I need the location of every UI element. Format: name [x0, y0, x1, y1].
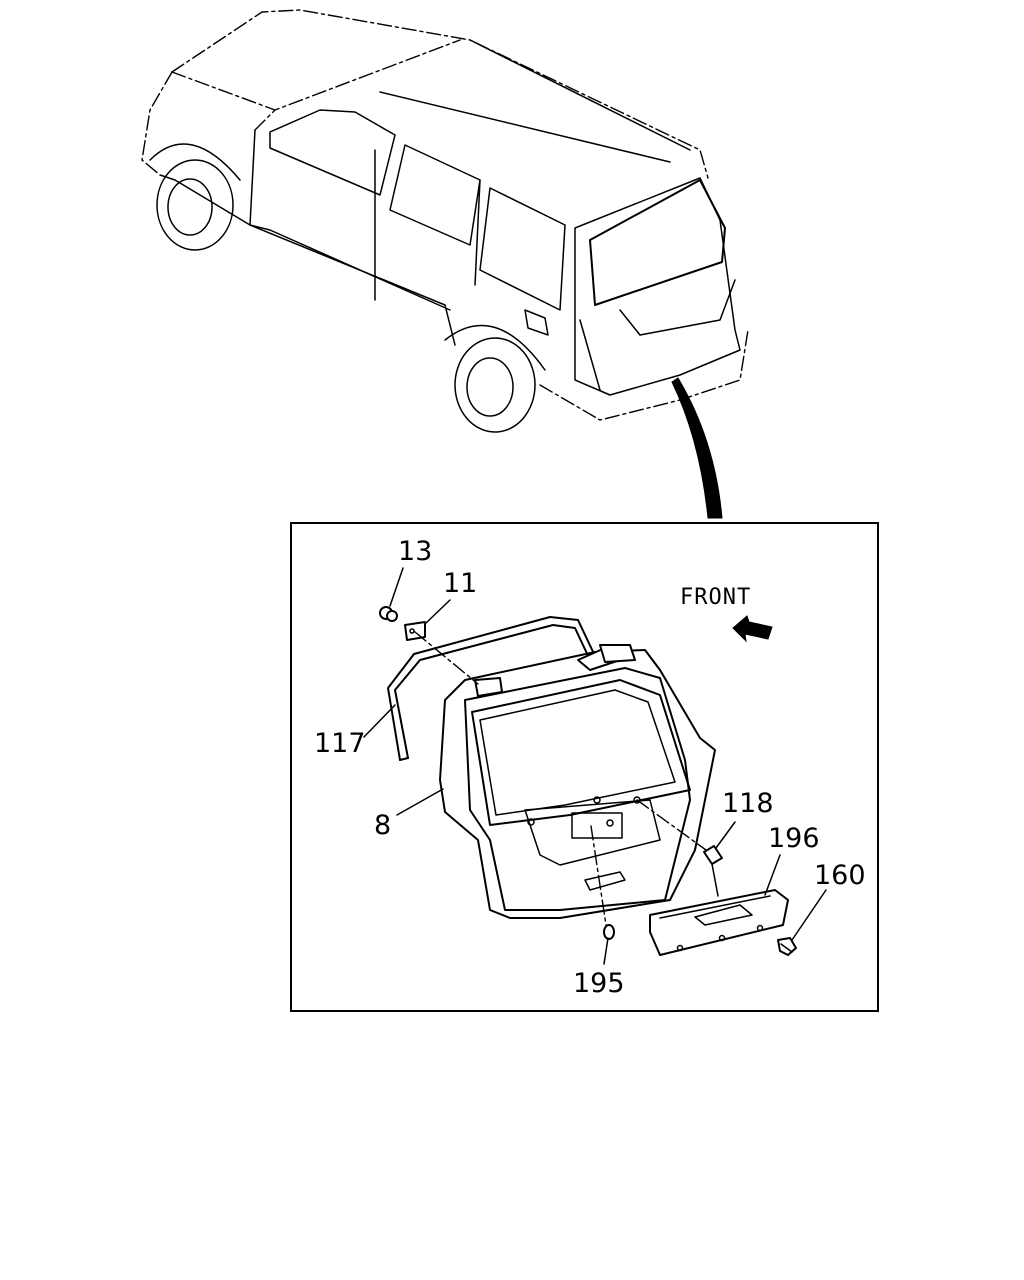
callout-8: 8 [374, 810, 391, 841]
part-117-weatherstrip [387, 616, 596, 761]
part-196-garnish [649, 889, 789, 956]
callout-118: 118 [722, 788, 774, 819]
callout-160: 160 [814, 860, 866, 891]
part-118-clip [703, 845, 723, 897]
part-160-screw [777, 937, 797, 956]
front-direction-indicator: FRONT [680, 585, 773, 643]
detail-frame [290, 522, 879, 1012]
part-8-tailgate [439, 644, 716, 919]
part-195-plug [603, 924, 615, 940]
pointer-arrow [671, 377, 723, 519]
callout-117: 117 [314, 728, 366, 759]
callout-11: 11 [443, 568, 477, 599]
front-label: FRONT [680, 585, 751, 610]
callout-195: 195 [573, 968, 625, 999]
leader-lines [363, 567, 827, 965]
front-arrow-icon [732, 615, 773, 643]
callout-13: 13 [398, 536, 432, 567]
callout-labels: 13 11 117 8 118 196 160 195 [314, 536, 866, 999]
part-13-bolt [379, 606, 398, 622]
callout-196: 196 [768, 823, 820, 854]
vehicle-overview [141, 9, 749, 519]
